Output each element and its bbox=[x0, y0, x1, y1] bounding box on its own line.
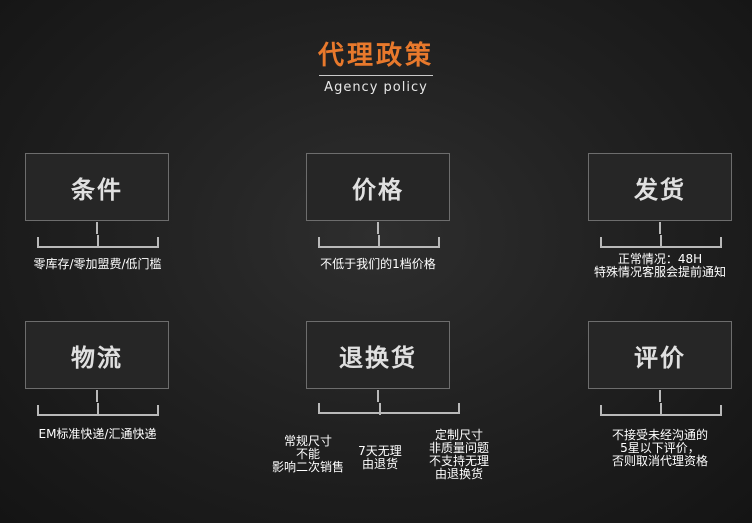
card-label-reviews: 评价 bbox=[634, 342, 686, 372]
desc-line: 不低于我们的1档价格 bbox=[320, 257, 436, 271]
desc-line: 常规尺寸 bbox=[283, 434, 332, 448]
desc-line: 特殊情况客服会提前通知 bbox=[593, 265, 726, 279]
desc-line: 定制尺寸 bbox=[434, 428, 483, 442]
tick-returns-top bbox=[377, 390, 379, 402]
card-returns: 退换货 bbox=[306, 321, 450, 389]
card-label-conditions: 条件 bbox=[71, 174, 123, 204]
desc-logistics: EM标准快递/汇通快递 bbox=[0, 428, 195, 441]
tick-conditions bbox=[96, 222, 98, 234]
desc-conditions: 零库存/零加盟费/低门槛 bbox=[0, 258, 195, 271]
bracket-reviews bbox=[600, 403, 722, 416]
desc-line: 否则取消代理资格 bbox=[611, 454, 708, 468]
tick-price bbox=[377, 222, 379, 234]
desc-returns-group-2: 7天无理 由退货 bbox=[348, 445, 412, 471]
desc-line: 不接受未经沟通的 bbox=[611, 428, 708, 442]
desc-line: 不支持无理 bbox=[428, 454, 489, 468]
desc-returns-group-1: 常规尺寸 不能 影响二次销售 bbox=[258, 435, 358, 474]
card-label-logistics: 物流 bbox=[71, 342, 123, 372]
desc-line: EM标准快递/汇通快递 bbox=[38, 427, 157, 441]
card-conditions: 条件 bbox=[25, 153, 169, 221]
desc-shipping: 正常情况：48H 特殊情况客服会提前通知 bbox=[570, 253, 750, 279]
bracket-shipping bbox=[600, 235, 722, 248]
page-subtitle: Agency policy bbox=[324, 80, 428, 95]
desc-reviews: 不接受未经沟通的 5星以下评价， 否则取消代理资格 bbox=[580, 429, 740, 468]
page-title: 代理政策 bbox=[317, 41, 434, 71]
desc-line: 非质量问题 bbox=[428, 441, 489, 455]
desc-price: 不低于我们的1档价格 bbox=[278, 258, 478, 271]
card-label-shipping: 发货 bbox=[634, 174, 686, 204]
card-reviews: 评价 bbox=[588, 321, 732, 389]
desc-returns-group-3: 定制尺寸 非质量问题 不支持无理 由退换货 bbox=[413, 429, 505, 481]
desc-line: 正常情况：48H bbox=[617, 252, 703, 266]
tick-shipping bbox=[659, 222, 661, 234]
desc-line: 由退换货 bbox=[434, 467, 483, 481]
tick-reviews bbox=[659, 390, 661, 402]
desc-line: 零库存/零加盟费/低门槛 bbox=[33, 257, 162, 271]
desc-line: 不能 bbox=[295, 447, 320, 461]
desc-line: 5星以下评价， bbox=[620, 441, 700, 455]
header: 代理政策 Agency policy bbox=[0, 38, 752, 95]
card-price: 价格 bbox=[306, 153, 450, 221]
tick-returns-mid bbox=[379, 403, 381, 415]
card-shipping: 发货 bbox=[588, 153, 732, 221]
bracket-returns bbox=[318, 403, 460, 414]
card-label-price: 价格 bbox=[352, 174, 404, 204]
bracket-price bbox=[318, 235, 440, 248]
title-divider bbox=[319, 75, 433, 76]
desc-line: 影响二次销售 bbox=[271, 460, 344, 474]
card-label-returns: 退换货 bbox=[339, 342, 417, 372]
desc-line: 7天无理 bbox=[358, 444, 402, 458]
bracket-logistics bbox=[37, 403, 159, 416]
desc-line: 由退货 bbox=[361, 457, 398, 471]
bracket-conditions bbox=[37, 235, 159, 248]
card-logistics: 物流 bbox=[25, 321, 169, 389]
tick-logistics bbox=[96, 390, 98, 402]
